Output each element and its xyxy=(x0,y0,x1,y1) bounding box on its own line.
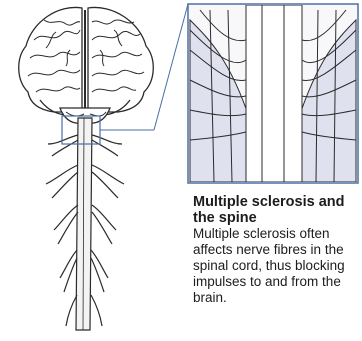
caption: Multiple sclerosis and the spine Multipl… xyxy=(193,194,353,306)
caption-title: Multiple sclerosis and the spine xyxy=(193,194,353,226)
caption-body: Multiple sclerosis often affects nerve f… xyxy=(193,226,353,306)
brain-illustration xyxy=(19,7,154,123)
nerve-fibres-closeup xyxy=(188,4,358,183)
